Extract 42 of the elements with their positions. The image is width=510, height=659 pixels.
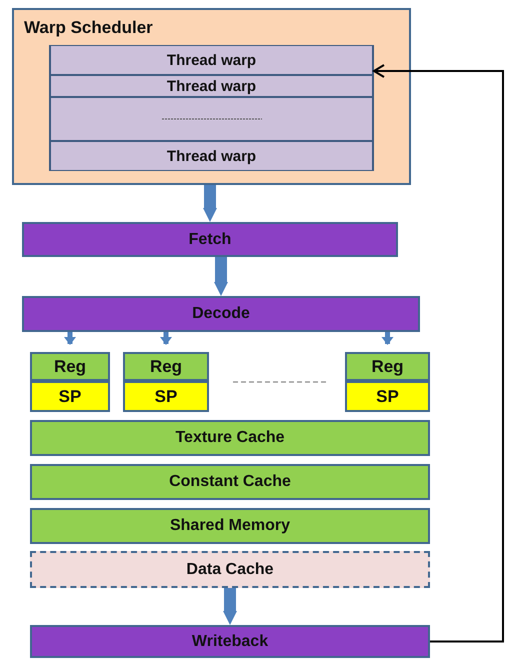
node-label: SP [376,386,399,406]
warp-row [49,97,374,141]
arrow [382,332,394,345]
cache-bar [30,508,430,544]
scheduler-panel [12,8,411,185]
node-label: Data Cache [186,560,274,578]
arrow [373,64,504,642]
arrow [223,588,237,625]
arrow [214,257,228,296]
node-label: SP [154,386,178,406]
node-label: Fetch [188,230,232,248]
processor-cell [30,381,110,412]
node-label: Reg [150,356,182,376]
node-label: Thread warp [166,52,256,68]
node-label: Writeback [192,632,268,650]
cache-bar [30,464,430,500]
cache-bar [30,420,430,456]
warp-row [49,75,374,97]
register-cell [123,352,209,381]
arrow [160,332,172,345]
stage-bar [30,625,430,658]
node-label: SP [58,386,82,406]
arrow [203,185,217,222]
node-label: Thread warp [166,148,256,164]
node-label: Decode [192,305,250,323]
processor-cell [345,381,430,412]
register-cell [30,352,110,381]
node-label: Warp Scheduler [24,18,153,38]
stage-bar [22,296,420,332]
warp-row [49,141,374,171]
node-label: Thread warp [166,78,256,94]
node-label: Shared Memory [170,517,290,535]
node-label: Reg [371,356,404,376]
warp-row [49,45,374,75]
node-label: Constant Cache [169,473,291,491]
stage-bar [22,222,398,257]
register-cell [345,352,430,381]
node-label: Reg [54,356,86,376]
node-label: Texture Cache [175,429,285,447]
arrow [64,332,76,345]
processor-cell [123,381,209,412]
cache-bar [30,551,430,588]
